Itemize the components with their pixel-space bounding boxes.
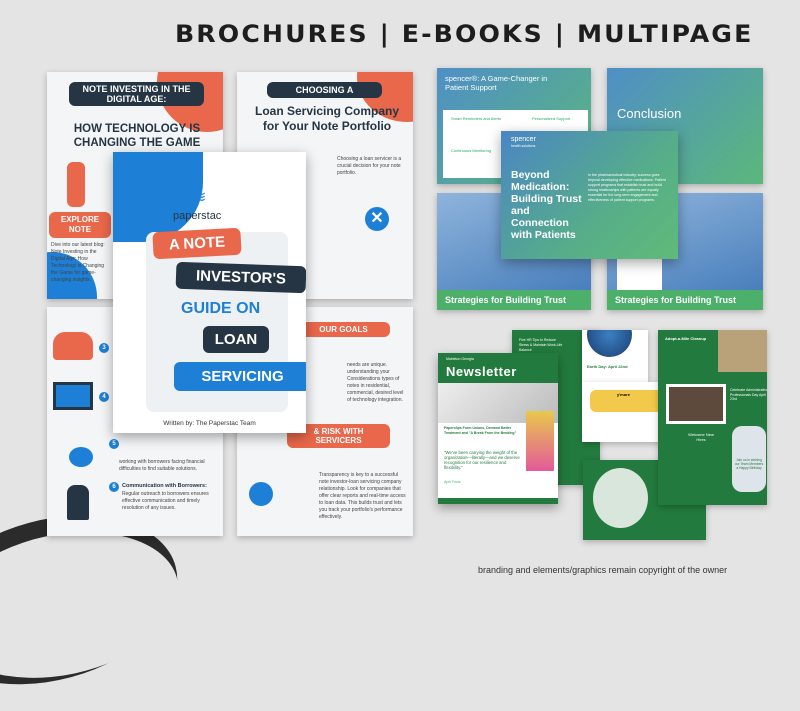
ebook-page-title: spencer®: A Game-Changer in Patient Supp… <box>445 74 548 92</box>
pull-quote: "We've been carrying the weight of the o… <box>444 450 520 470</box>
cover-line-3: GUIDE ON <box>181 300 261 317</box>
person-illustration <box>67 485 89 520</box>
newsletter-org: Mableton Georgia <box>446 357 474 361</box>
brochure-tag: NOTE INVESTING IN THE DIGITAL AGE: <box>69 82 204 106</box>
headline: Paperclips Form Unions, Demand Better Tr… <box>444 426 517 435</box>
ebook-title: Beyond Medication: Building Trust and Co… <box>511 169 582 241</box>
decorative-swoosh-inner <box>0 511 192 699</box>
paperstac-logo-icon: ≋ <box>193 189 207 206</box>
article-title: Celebrate Administrative Professionals D… <box>730 388 767 401</box>
page-title: BROCHURES | E-BOOKS | MULTIPAGE <box>175 20 754 48</box>
section-body: needs are unique. understanding your Con… <box>347 362 404 403</box>
explore-button[interactable]: EXPLORE NOTE <box>49 212 111 238</box>
newsletter-title: Newsletter <box>446 364 517 379</box>
cover-line-1: A NOTE <box>152 227 242 260</box>
cover-byline: Written by: The Paperstac Team <box>163 420 256 427</box>
pie-illustration <box>69 447 93 467</box>
ebook-page-title: Conclusion <box>617 106 682 121</box>
step-number: 6 <box>109 482 119 492</box>
app-name: y'more <box>617 392 630 397</box>
person-illustration <box>67 162 85 207</box>
cover-line-4: LOAN <box>203 326 269 353</box>
feature-item: Smart Reminders and Alerts <box>451 116 502 121</box>
section-heading: OUR GOALS <box>297 322 390 337</box>
feature-item: Personalized Support <box>532 116 571 121</box>
feature-item: Continuous Monitoring <box>451 148 492 153</box>
brochure-body: Dive into our latest blog: Note Investin… <box>51 242 105 283</box>
step-text: working with borrowers facing financial … <box>119 459 205 472</box>
newsletter-app-page: y'more <box>582 382 672 442</box>
close-circle-icon: ✕ <box>365 207 389 231</box>
chart-illustration <box>249 482 273 506</box>
step-number: 4 <box>99 392 109 402</box>
section-bar: Strategies for Building Trust <box>437 290 591 310</box>
monitor-illustration <box>53 382 93 410</box>
section-heading: & RISK WITH SERVICERS <box>287 424 390 448</box>
copyright-notice: branding and elements/graphics remain co… <box>478 565 728 575</box>
newsletter-page-events: Adopt-a-Mile Cleanup Celebrate Administr… <box>658 330 767 505</box>
article-title: Welcome New Hires <box>688 432 714 442</box>
step-title: Communication with Borrowers: <box>122 483 207 489</box>
step-number: 5 <box>109 439 119 449</box>
brochure-body: Choosing a loan servicer is a crucial de… <box>337 156 402 176</box>
section-body: Transparency is key to a successful note… <box>319 472 406 520</box>
support-illustration <box>53 332 93 360</box>
ebook-cover-spencer: spencer health solutions Beyond Medicati… <box>501 131 678 259</box>
brand-logo: paperstac <box>173 210 222 222</box>
spencer-logo-sub: health solutions <box>511 144 536 148</box>
ebook-intro: In the pharmaceutical industry, success … <box>588 173 666 202</box>
step-number: 3 <box>99 343 109 353</box>
article-title: Five HR Tips to Reduce Stress & Maintain… <box>519 338 563 352</box>
ebook-cover-paperstac: ≋ paperstac A NOTE INVESTOR'S GUIDE ON L… <box>113 152 306 433</box>
article-title: Adopt-a-Mile Cleanup <box>665 336 707 341</box>
step-text: Regular outreach to borrowers ensures ef… <box>122 491 209 511</box>
section-bar: Strategies for Building Trust <box>607 290 763 310</box>
brochure-title: Loan Servicing Company for Your Note Por… <box>254 104 400 133</box>
article-title: Earth Day: April 22nd <box>587 364 628 369</box>
signature: April Fools <box>444 480 461 484</box>
cover-line-2: INVESTOR'S <box>175 261 306 294</box>
cover-line-5: SERVICING <box>174 362 306 391</box>
article-title: Join us in wishing our Team Members a Ha… <box>734 458 764 470</box>
spencer-logo: spencer <box>511 136 536 143</box>
brochure-tag: CHOOSING A <box>267 82 382 98</box>
sticky-notes-image <box>526 411 554 471</box>
earth-image <box>587 330 632 357</box>
newsletter-cover: Mableton Georgia Newsletter Paperclips F… <box>438 353 558 504</box>
newsletter-earth-day: Earth Day: April 22nd <box>582 330 648 382</box>
brochure-title: HOW TECHNOLOGY IS CHANGING THE GAME <box>73 123 201 149</box>
